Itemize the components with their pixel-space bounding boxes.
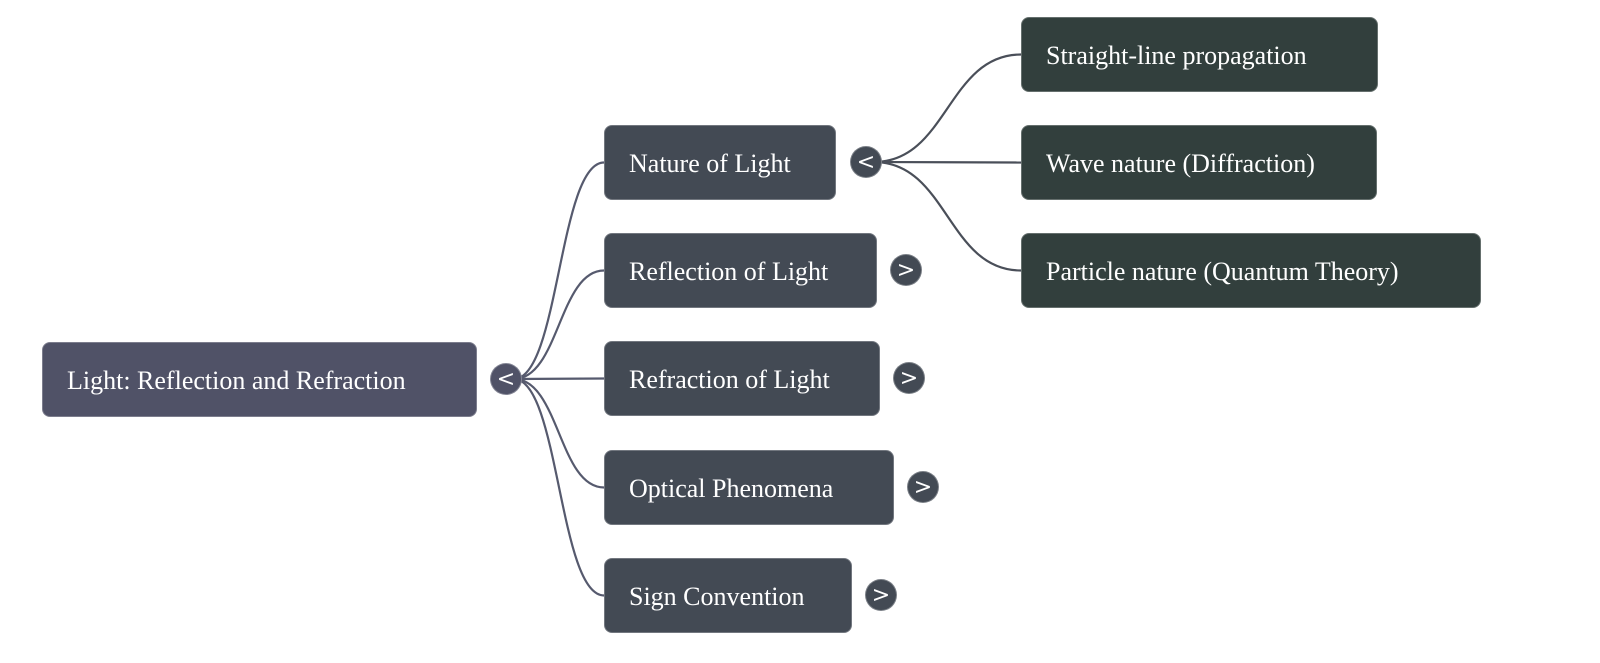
connector-nature-to-wave-nature bbox=[873, 160, 1022, 164]
node-sign-convention[interactable]: Sign Convention bbox=[604, 558, 852, 633]
expand-toggle-reflection-of-light[interactable]: > bbox=[890, 254, 922, 286]
chevron-right-icon: > bbox=[899, 366, 919, 391]
connector-nature-to-particle-nature bbox=[873, 160, 1022, 272]
chevron-right-icon: > bbox=[913, 475, 933, 500]
chevron-left-icon: < bbox=[496, 367, 516, 392]
connector-nature-to-straight-line bbox=[873, 53, 1022, 164]
node-label: Nature of Light bbox=[629, 149, 791, 178]
expand-toggle-refraction-of-light[interactable]: > bbox=[893, 362, 925, 394]
chevron-left-icon: < bbox=[856, 150, 876, 175]
expand-toggle-optical-phenomena[interactable]: > bbox=[907, 471, 939, 503]
node-particle-nature[interactable]: Particle nature (Quantum Theory) bbox=[1021, 233, 1481, 308]
node-label: Wave nature (Diffraction) bbox=[1046, 149, 1315, 178]
connector-root-to-optical-phenomena bbox=[513, 377, 605, 489]
root-node[interactable]: Light: Reflection and Refraction bbox=[42, 342, 477, 417]
node-refraction-of-light[interactable]: Refraction of Light bbox=[604, 341, 880, 416]
connector-root-to-nature-of-light bbox=[513, 161, 605, 381]
node-nature-of-light[interactable]: Nature of Light bbox=[604, 125, 836, 200]
chevron-right-icon: > bbox=[896, 258, 916, 283]
collapse-toggle-root[interactable]: < bbox=[490, 363, 522, 395]
chevron-right-icon: > bbox=[871, 583, 891, 608]
collapse-toggle-nature-of-light[interactable]: < bbox=[850, 146, 882, 178]
connector-root-to-sign-convention bbox=[513, 377, 605, 597]
node-wave-nature[interactable]: Wave nature (Diffraction) bbox=[1021, 125, 1377, 200]
node-label: Sign Convention bbox=[629, 582, 805, 611]
root-node-label: Light: Reflection and Refraction bbox=[67, 366, 406, 395]
node-straight-line-propagation[interactable]: Straight-line propagation bbox=[1021, 17, 1378, 92]
connector-root-to-reflection-of-light bbox=[513, 269, 605, 381]
connector-root-to-refraction-of-light bbox=[513, 377, 605, 381]
node-reflection-of-light[interactable]: Reflection of Light bbox=[604, 233, 877, 308]
node-label: Optical Phenomena bbox=[629, 474, 834, 503]
node-label: Particle nature (Quantum Theory) bbox=[1046, 257, 1399, 286]
node-label: Refraction of Light bbox=[629, 365, 830, 394]
node-label: Reflection of Light bbox=[629, 257, 829, 286]
expand-toggle-sign-convention[interactable]: > bbox=[865, 579, 897, 611]
node-label: Straight-line propagation bbox=[1046, 41, 1307, 70]
node-optical-phenomena[interactable]: Optical Phenomena bbox=[604, 450, 894, 525]
